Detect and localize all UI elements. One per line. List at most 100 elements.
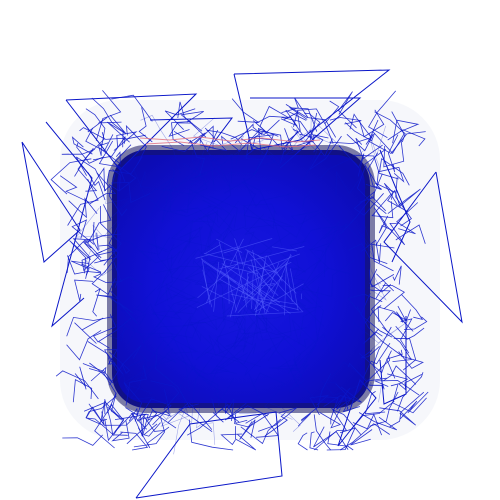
scribble-edge-polyline bbox=[220, 433, 243, 446]
scribble-edge-polyline bbox=[234, 123, 263, 144]
outlier-bottom-1 bbox=[135, 411, 283, 499]
top-tint bbox=[139, 136, 321, 148]
scribble-polyline bbox=[137, 339, 164, 379]
scribble-edge-polyline bbox=[348, 243, 388, 264]
scribble-edge-polyline bbox=[178, 403, 213, 433]
scribble-polyline bbox=[237, 310, 270, 339]
scribble-center-line bbox=[285, 265, 293, 303]
scribble-edge-polyline bbox=[258, 130, 299, 151]
scribble-edge-polyline bbox=[259, 105, 289, 148]
scribble-center-line bbox=[202, 269, 213, 308]
scribble-edge-polyline bbox=[398, 374, 422, 391]
scribble-polyline bbox=[357, 220, 374, 258]
scribble-edge-polyline bbox=[83, 238, 107, 261]
scribble-edge-polyline bbox=[371, 193, 394, 219]
scribble-polyline bbox=[154, 248, 225, 306]
scribble-edge-polyline bbox=[92, 221, 99, 251]
outlier-left-2 bbox=[45, 121, 93, 328]
scribble-edge-polyline bbox=[114, 412, 143, 437]
scribble-polyline bbox=[160, 365, 196, 427]
scribble-edge-polyline bbox=[136, 414, 177, 429]
scribble-center-line bbox=[261, 283, 275, 287]
scribble-polyline bbox=[198, 227, 247, 285]
scribble-center-line bbox=[289, 268, 299, 311]
scribble-edge-polyline bbox=[253, 134, 274, 176]
scribble-edge-polyline bbox=[180, 111, 204, 132]
scribble-polyline bbox=[190, 366, 257, 415]
scribble-polyline bbox=[296, 226, 373, 251]
scribble-edge-polyline bbox=[281, 117, 313, 140]
outlier-top-right-1 bbox=[233, 69, 391, 151]
scribble-polyline bbox=[205, 342, 257, 365]
scribble-polyline bbox=[123, 319, 200, 339]
scribble-edge-polyline bbox=[345, 122, 375, 142]
scribble-polyline bbox=[171, 218, 214, 264]
scribble-polyline bbox=[323, 223, 348, 278]
scribble-center-line bbox=[225, 265, 258, 275]
scribble-edge-polyline bbox=[188, 419, 234, 451]
scribble-polyline bbox=[310, 220, 341, 263]
scribble-polyline bbox=[226, 279, 251, 332]
scribble-edge-polyline bbox=[89, 167, 111, 192]
scribble-edge-polyline bbox=[85, 108, 106, 146]
scribble-edge-polyline bbox=[161, 132, 206, 153]
scribble-edge-polyline bbox=[258, 407, 297, 432]
scribble-polyline bbox=[163, 163, 210, 195]
outlier-top-1 bbox=[149, 117, 234, 143]
scribble-edge-polyline bbox=[337, 91, 357, 129]
scribble-edge-polyline bbox=[74, 131, 105, 177]
scribble-polyline bbox=[242, 203, 277, 229]
scribble-edge-polyline bbox=[66, 330, 102, 361]
scribble-edge-polyline bbox=[389, 391, 425, 428]
scribble-center-line bbox=[213, 261, 220, 312]
scribble-edge-polyline bbox=[104, 400, 123, 421]
scribble-edge-polyline bbox=[91, 97, 125, 133]
scribble-edge-polyline bbox=[55, 370, 99, 400]
scribble-edge-polyline bbox=[288, 107, 318, 132]
scribble-edge-polyline bbox=[313, 414, 332, 451]
scribble-polyline bbox=[112, 323, 177, 364]
scribble-polyline bbox=[147, 358, 231, 375]
scribble-polyline bbox=[208, 316, 246, 356]
scribble-edge-polyline bbox=[400, 391, 429, 420]
scribble-edge-polyline bbox=[71, 260, 90, 276]
scribble-polyline bbox=[149, 198, 212, 217]
scribble-polyline bbox=[170, 255, 221, 274]
scribble-polyline bbox=[177, 226, 204, 264]
scribble-center-line bbox=[245, 283, 266, 299]
scribble-edge-polyline bbox=[319, 408, 342, 429]
scribble-edge-polyline bbox=[373, 207, 387, 246]
scribble-center-line bbox=[247, 253, 301, 274]
scribble-polyline bbox=[207, 200, 239, 234]
scribble-edge-polyline bbox=[347, 293, 383, 314]
scribble-polyline bbox=[222, 300, 307, 336]
scribble-edge-polyline bbox=[326, 427, 356, 451]
scribble-edge-polyline bbox=[113, 144, 137, 191]
scribble-polyline bbox=[268, 354, 301, 372]
scribble-center-line bbox=[258, 262, 280, 315]
scribble-edge-polyline bbox=[360, 346, 380, 359]
scribble-center-line bbox=[239, 289, 279, 312]
scribble-edge-polyline bbox=[401, 294, 424, 321]
scribble-edge-polyline bbox=[76, 142, 104, 164]
scribble-polyline bbox=[139, 171, 197, 192]
scribble-edge-polyline bbox=[336, 394, 355, 411]
scribble-edge-polyline bbox=[395, 325, 425, 340]
scribble-edge-polyline bbox=[50, 158, 92, 195]
scribble-center-line bbox=[247, 250, 303, 312]
scribble-edge-polyline bbox=[85, 395, 117, 419]
scribble-polyline bbox=[163, 315, 193, 359]
scribble-edge-polyline bbox=[164, 108, 196, 130]
scribble-edge-polyline bbox=[360, 239, 382, 263]
scribble-edge-polyline bbox=[75, 156, 107, 192]
scribble-edge-polyline bbox=[86, 417, 115, 436]
scribble-center-line bbox=[197, 263, 239, 299]
scribble-center-line bbox=[201, 258, 237, 283]
scribble-edge-polyline bbox=[88, 403, 135, 426]
scribble-center-line bbox=[238, 286, 269, 313]
scribble-edge-polyline bbox=[138, 107, 153, 143]
scribble-center-line bbox=[235, 254, 248, 308]
scribble-edge-polyline bbox=[138, 398, 172, 426]
scribble-edge-polyline bbox=[308, 112, 318, 145]
